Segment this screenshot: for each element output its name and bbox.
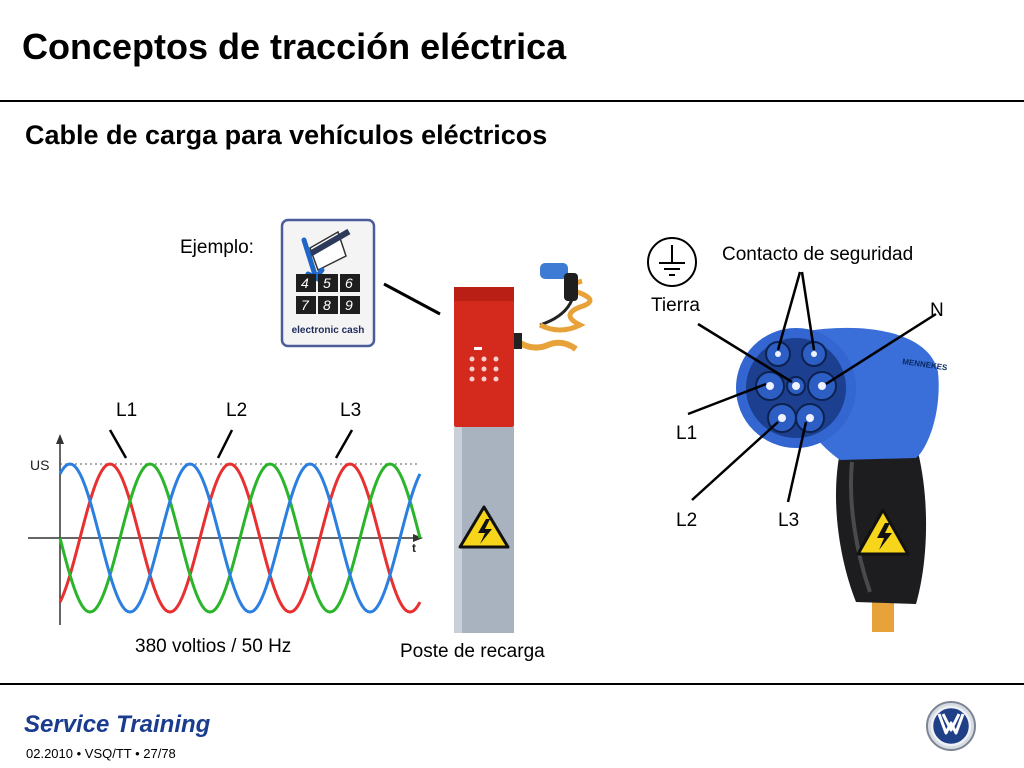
header-divider <box>0 100 1024 102</box>
phase-label-l3: L3 <box>340 400 362 421</box>
x-axis-label: t <box>412 541 416 555</box>
example-label: Ejemplo: <box>180 237 254 258</box>
phase-label-l2: L2 <box>226 400 248 421</box>
card-caption: electronic cash <box>292 325 365 336</box>
station-caption: Poste de recarga <box>400 641 545 662</box>
card-connector-line <box>383 282 441 316</box>
label-tierra: Tierra <box>651 295 700 316</box>
y-axis-label: US <box>30 457 49 473</box>
keypad-key: 9 <box>345 297 353 313</box>
footer-brand: Service Training <box>24 711 211 738</box>
electronic-cash-card-icon: 4 5 6 7 8 9 electronic cash <box>280 218 376 348</box>
keypad-key: 7 <box>301 297 310 313</box>
label-l3: L3 <box>778 510 800 531</box>
type2-plug: MENNEKES <box>687 271 949 632</box>
label-l2: L2 <box>676 510 698 531</box>
phase-label-l1: L1 <box>116 400 138 421</box>
high-voltage-warning-icon <box>458 505 510 549</box>
section-subtitle: Cable de carga para vehículos eléctricos <box>25 120 548 150</box>
keypad-key: 5 <box>323 275 331 291</box>
charging-station <box>454 263 593 633</box>
phase-l2-curve <box>58 462 422 614</box>
phase-l1-curve <box>58 462 422 614</box>
label-contacto-seguridad: Contacto de seguridad <box>722 244 914 265</box>
phase-l3-curve <box>58 462 422 614</box>
keypad-key: 4 <box>301 275 309 291</box>
waveform-caption: 380 voltios / 50 Hz <box>135 636 292 657</box>
footer-divider <box>0 683 1024 685</box>
page-title: Conceptos de tracción eléctrica <box>22 26 567 67</box>
label-l1: L1 <box>676 423 698 444</box>
ground-icon <box>647 237 697 287</box>
keypad-key: 6 <box>345 275 353 291</box>
vw-logo-icon <box>926 701 976 751</box>
footer-meta: 02.2010 • VSQ/TT • 27/78 <box>26 746 176 761</box>
keypad-key: 8 <box>323 297 331 313</box>
three-phase-waveform: US t <box>28 429 423 625</box>
plug-warning-icon <box>856 508 910 556</box>
